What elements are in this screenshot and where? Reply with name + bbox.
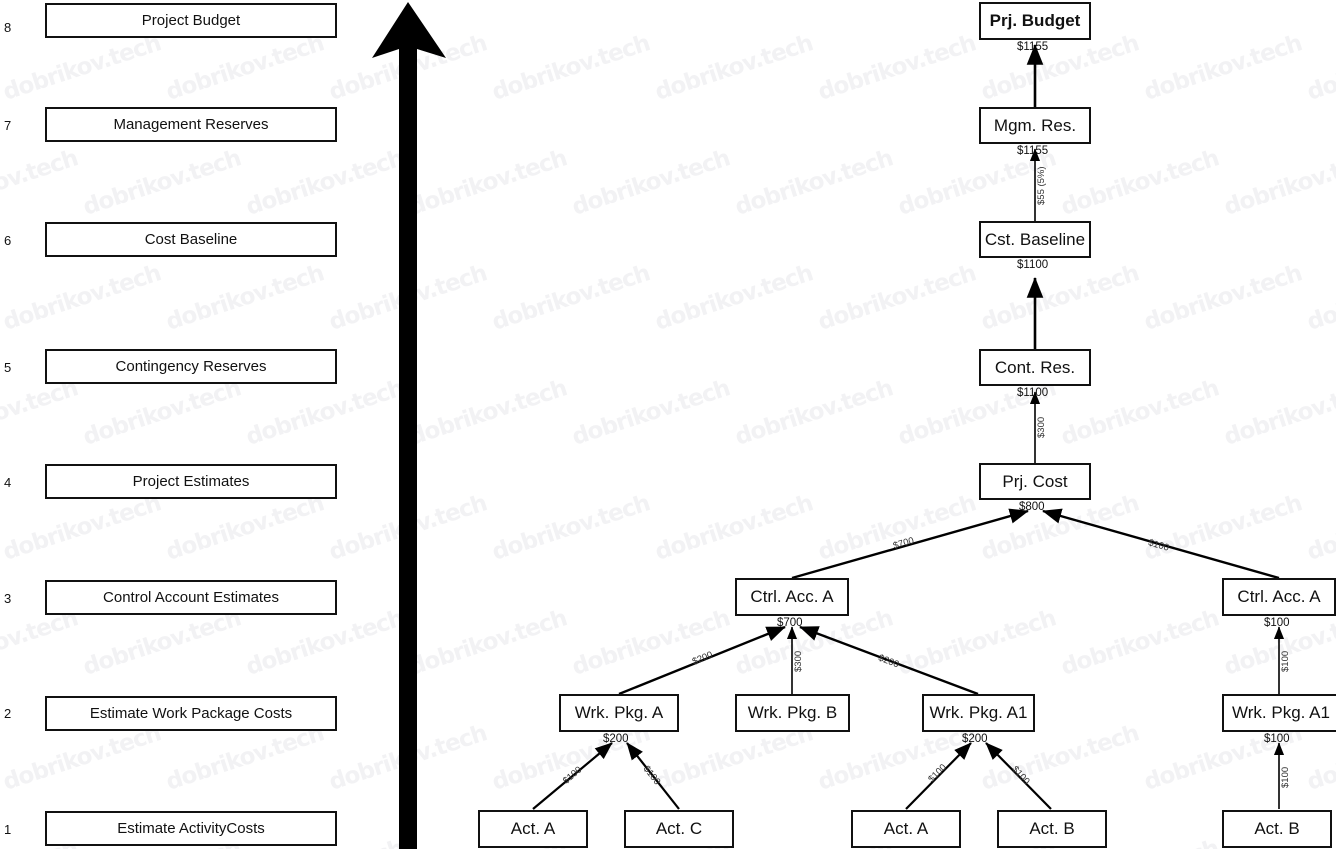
level-box-contingency-reserves[interactable]: Contingency Reserves: [45, 349, 337, 384]
contrib-label-mgm-res: $55 (5%): [1036, 166, 1047, 205]
node-ctrl-acc-a-right[interactable]: Ctrl. Acc. A: [1222, 578, 1336, 616]
level-box-management-reserves[interactable]: Management Reserves: [45, 107, 337, 142]
node-mgm-res[interactable]: Mgm. Res.: [979, 107, 1091, 144]
level-number-2: 2: [4, 706, 12, 721]
level-box-estimate-activity-costs[interactable]: Estimate ActivityCosts: [45, 811, 337, 846]
node-wrk-pkg-b[interactable]: Wrk. Pkg. B: [735, 694, 850, 732]
total-label-ctrl-acc-a-left: $700: [777, 617, 803, 629]
node-cst-baseline[interactable]: Cst. Baseline: [979, 221, 1091, 258]
node-act-c[interactable]: Act. C: [624, 810, 734, 848]
total-label-wrk-pkg-a: $200: [603, 733, 629, 745]
level-number-3: 3: [4, 591, 12, 606]
level-box-estimate-work-package-costs[interactable]: Estimate Work Package Costs: [45, 696, 337, 731]
total-label-ctrl-acc-a-right: $100: [1264, 617, 1290, 629]
level-box-control-account-estimates[interactable]: Control Account Estimates: [45, 580, 337, 615]
level-box-cost-baseline[interactable]: Cost Baseline: [45, 222, 337, 257]
contrib-label-cont-res: $300: [1036, 416, 1047, 438]
edge-wrkpkga1-ctrlacc1: [799, 625, 979, 696]
level-box-project-estimates[interactable]: Project Estimates: [45, 464, 337, 499]
total-label-mgm-res: $1155: [1017, 145, 1049, 157]
level-number-4: 4: [4, 475, 12, 490]
level-number-7: 7: [4, 118, 12, 133]
node-wrk-pkg-a[interactable]: Wrk. Pkg. A: [559, 694, 679, 732]
level-number-1: 1: [4, 822, 12, 837]
edge-ctrlacc2-prjcost: [1042, 508, 1280, 580]
level-number-6: 6: [4, 233, 12, 248]
level-number-5: 5: [4, 360, 12, 375]
node-prj-budget[interactable]: Prj. Budget: [979, 2, 1091, 40]
edge-acta1-wrkpkga: [532, 742, 613, 810]
contrib-label-wrk-pkg-b: $300: [793, 650, 804, 672]
node-wrk-pkg-a1-right[interactable]: Wrk. Pkg. A1: [1222, 694, 1336, 732]
total-label-wrk-pkg-a1-middle: $200: [962, 733, 988, 745]
contrib-label-act-b-right: $100: [1280, 766, 1291, 788]
node-act-a-middle[interactable]: Act. A: [851, 810, 961, 848]
edge-ctrlacc1-prjcost: [791, 508, 1029, 580]
node-act-b-right[interactable]: Act. B: [1222, 810, 1332, 848]
level-box-project-budget[interactable]: Project Budget: [45, 3, 337, 38]
node-wrk-pkg-a1-middle[interactable]: Wrk. Pkg. A1: [922, 694, 1035, 732]
level-number-8: 8: [4, 20, 12, 35]
node-prj-cost[interactable]: Prj. Cost: [979, 463, 1091, 500]
node-act-b-middle[interactable]: Act. B: [997, 810, 1107, 848]
upward-aggregation-arrow: [372, 2, 446, 849]
total-label-prj-budget: $1155: [1017, 41, 1049, 53]
edge-acta2-wrkpkga1: [905, 742, 972, 810]
node-act-a-left[interactable]: Act. A: [478, 810, 588, 848]
edge-actb1-wrkpkga1: [985, 742, 1052, 810]
node-cont-res[interactable]: Cont. Res.: [979, 349, 1091, 386]
total-label-prj-cost: $800: [1019, 501, 1045, 513]
edge-actc1-wrkpkga: [626, 742, 680, 810]
total-label-wrk-pkg-a1-right: $100: [1264, 733, 1290, 745]
contrib-label-ctrl-acc-right: $100: [1280, 650, 1291, 672]
total-label-cst-baseline: $1100: [1017, 259, 1049, 271]
node-ctrl-acc-a-left[interactable]: Ctrl. Acc. A: [735, 578, 849, 616]
edge-wrkpkga-ctrlacc1: [618, 625, 786, 696]
total-label-cont-res: $1100: [1017, 387, 1049, 399]
